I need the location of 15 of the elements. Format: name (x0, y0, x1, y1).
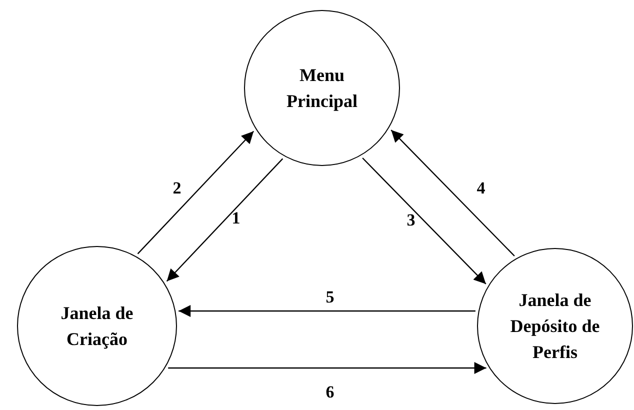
edge-label: 3 (406, 212, 416, 228)
edge-label: 6 (326, 384, 334, 400)
arrow (168, 362, 486, 374)
arrow (178, 305, 476, 317)
edge-label: 4 (476, 180, 486, 196)
node-label: Janela de Depósito de Perfis (509, 289, 601, 364)
node-label: Janela de Criação (60, 302, 134, 351)
arrow (137, 130, 254, 254)
edge-label: 2 (172, 180, 182, 196)
arrow (362, 158, 486, 284)
edge-label: 5 (326, 288, 334, 306)
arrow (390, 130, 515, 256)
arrow (166, 158, 284, 282)
node-label: Menu Principal (286, 64, 358, 113)
edge-label: 1 (232, 210, 240, 226)
